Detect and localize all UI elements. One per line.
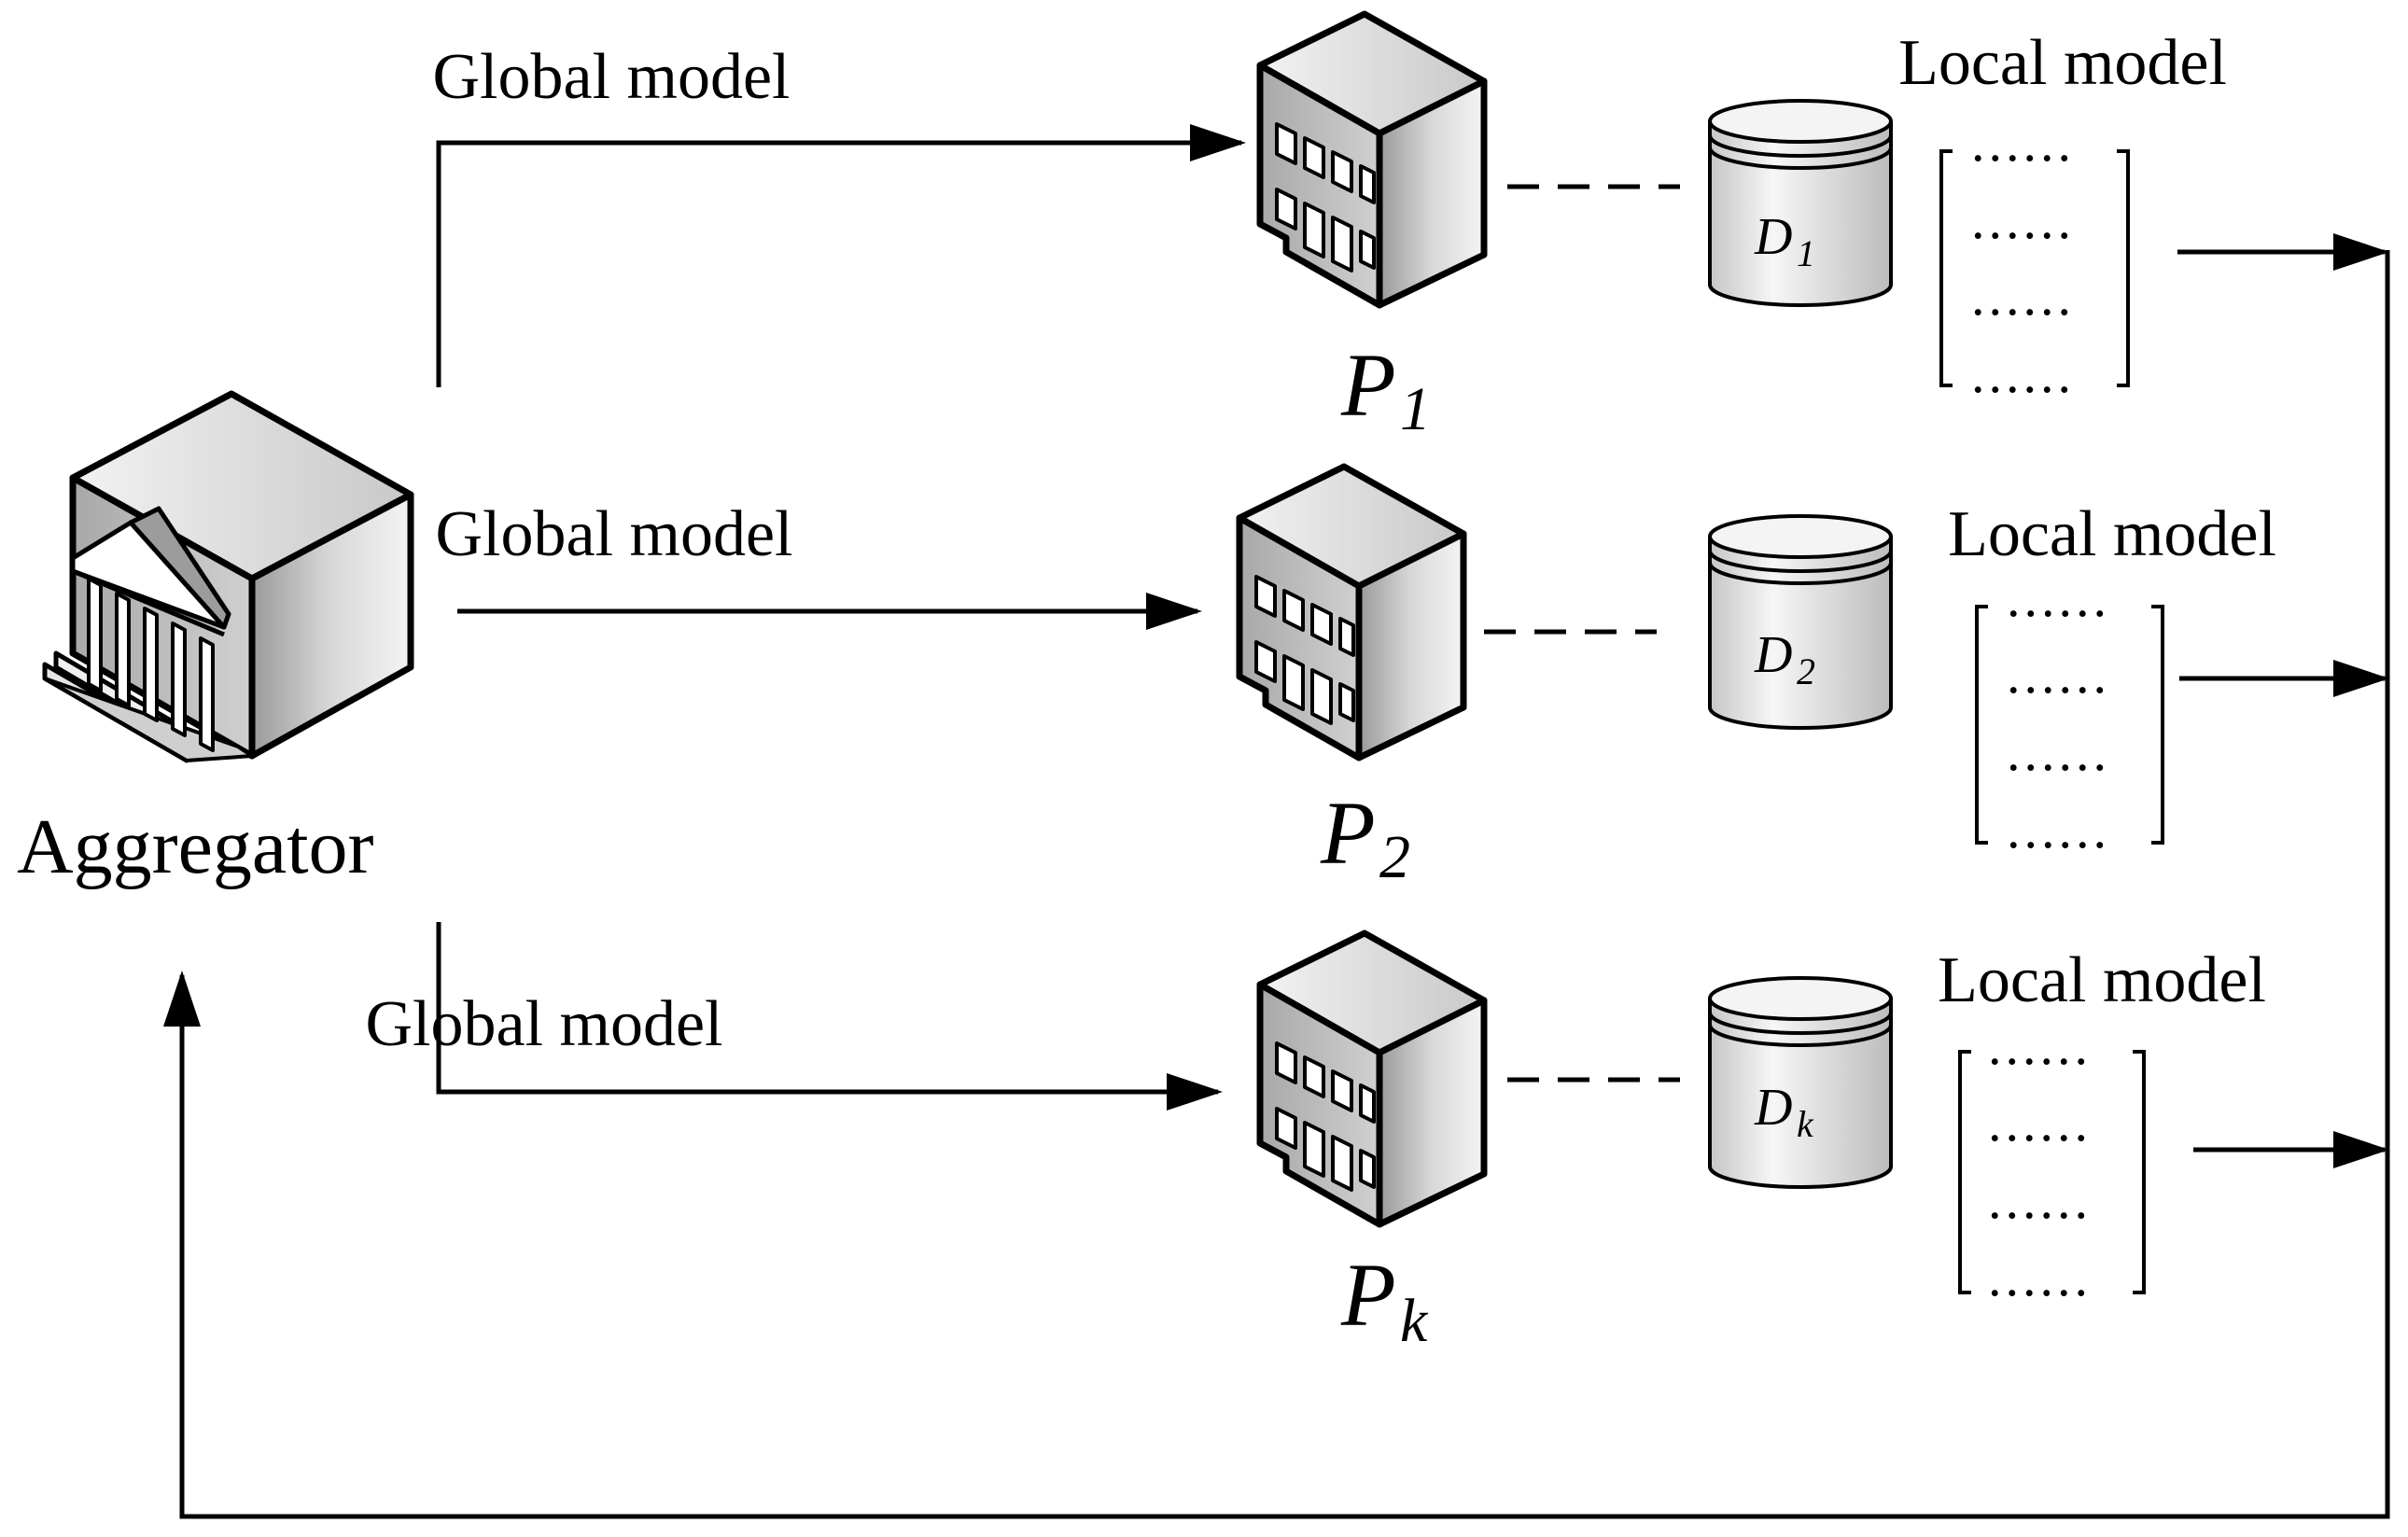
global-model-label-3: Global model <box>366 988 723 1060</box>
database-icon-2 <box>1708 514 1893 730</box>
database-icon-1 <box>1708 99 1893 307</box>
local-model-label-1: Local model <box>1898 27 2227 99</box>
local-model-label-2: Local model <box>1948 498 2276 570</box>
return-arrow <box>163 250 2390 1519</box>
matrix-row: ...... <box>1971 189 2075 250</box>
global-model-arrow-1 <box>436 124 1246 387</box>
participant-label-1: P 1 <box>1340 335 1431 443</box>
matrix-row: ...... <box>2007 567 2110 628</box>
matrix-row: ...... <box>2007 721 2110 782</box>
svg-text:D: D <box>1754 208 1792 266</box>
global-model-label-2: Global model <box>436 498 793 570</box>
matrix-row: ...... <box>1988 1169 2092 1230</box>
svg-text:2: 2 <box>1797 650 1815 692</box>
local-model-matrix-3 <box>1958 1050 2146 1294</box>
svg-text:P: P <box>1340 335 1396 435</box>
dataset-label-3: D k <box>1754 1079 1814 1145</box>
participant-label-2: P 2 <box>1320 783 1410 891</box>
connectors <box>163 124 2390 1519</box>
svg-text:k: k <box>1400 1287 1429 1355</box>
matrix-dots-1: ...... ...... ...... ...... <box>1971 112 2075 404</box>
svg-text:k: k <box>1797 1103 1814 1145</box>
matrix-row: ...... <box>2007 799 2110 859</box>
matrix-row: ...... <box>1988 1247 2092 1307</box>
matrix-row: ...... <box>1971 266 2075 327</box>
matrix-row: ...... <box>2007 644 2110 705</box>
svg-text:2: 2 <box>1379 823 1410 891</box>
svg-text:1: 1 <box>1797 232 1815 274</box>
svg-text:D: D <box>1754 1079 1792 1137</box>
global-model-label-1: Global model <box>433 41 791 113</box>
participant-building-icon-1 <box>1256 10 1488 309</box>
svg-text:1: 1 <box>1400 375 1431 443</box>
participant-building-icon-2 <box>1236 463 1467 762</box>
svg-text:P: P <box>1340 1245 1396 1345</box>
local-model-label-3: Local model <box>1938 944 2266 1016</box>
matrix-row: ...... <box>1971 343 2075 404</box>
aggregator-label: Aggregator <box>17 803 374 890</box>
participant-building-icon-3 <box>1256 929 1488 1228</box>
dataset-label-1: D 1 <box>1754 208 1815 274</box>
matrix-dots-3: ...... ...... ...... ...... <box>1988 1015 2092 1307</box>
svg-text:P: P <box>1320 783 1376 883</box>
matrix-row: ...... <box>1988 1015 2092 1076</box>
matrix-row: ...... <box>1988 1092 2092 1153</box>
global-model-arrow-3 <box>436 922 1223 1111</box>
matrix-dots-2: ...... ...... ...... ...... <box>2007 567 2110 859</box>
aggregator-building-icon <box>42 390 414 763</box>
participant-label-3: P k <box>1340 1245 1429 1355</box>
dataset-label-2: D 2 <box>1754 626 1815 692</box>
svg-text:D: D <box>1754 626 1792 684</box>
local-model-matrix-1 <box>1939 149 2130 387</box>
database-icon-3 <box>1708 976 1893 1189</box>
matrix-row: ...... <box>1971 112 2075 173</box>
local-model-matrix-2 <box>1975 605 2164 845</box>
